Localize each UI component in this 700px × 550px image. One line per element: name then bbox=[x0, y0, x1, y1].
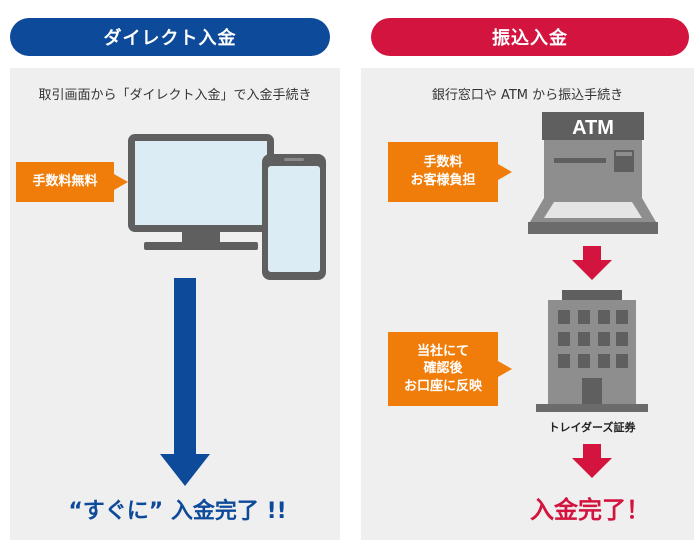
reflected-account-callout: 当社にて 確認後 お口座に反映 bbox=[388, 332, 498, 406]
fee-free-callout: 手数料無料 bbox=[16, 162, 114, 202]
customer-burden-line: お客様負担 bbox=[410, 173, 476, 188]
down-arrow-icon bbox=[160, 278, 210, 486]
fee-free-text: 手数料無料 bbox=[32, 174, 98, 190]
direct-deposit-header: ダイレクト入金 bbox=[10, 18, 330, 56]
fee-customer-callout: 手数料 お客様負担 bbox=[388, 142, 498, 202]
deposit-complete-text: 入金完了！ bbox=[530, 496, 650, 524]
confirm-line-2: 確認後 bbox=[423, 361, 463, 377]
atm-label: ATM bbox=[572, 117, 614, 139]
down-arrow-icon bbox=[572, 444, 612, 478]
down-arrow-icon bbox=[572, 246, 612, 280]
bank-transfer-header: 振込入金 bbox=[371, 18, 689, 56]
atm-icon: ATM bbox=[528, 112, 658, 234]
fee-line: 手数料 bbox=[423, 155, 463, 171]
building-icon bbox=[536, 290, 648, 412]
direct-deposit-caption: 取引画面から「ダイレクト入金」で入金手続き bbox=[38, 88, 312, 103]
confirm-line-1: 当社にて bbox=[416, 343, 469, 359]
securities-company-label: トレイダーズ証券 bbox=[548, 421, 636, 434]
bank-transfer-caption: 銀行窓口や ATM から振込手続き bbox=[431, 88, 624, 103]
confirm-line-3: お口座に反映 bbox=[403, 378, 482, 394]
smartphone-icon bbox=[262, 154, 326, 280]
monitor-icon bbox=[128, 134, 274, 250]
instant-complete-text: “すぐに” 入金完了 !! bbox=[68, 499, 287, 524]
